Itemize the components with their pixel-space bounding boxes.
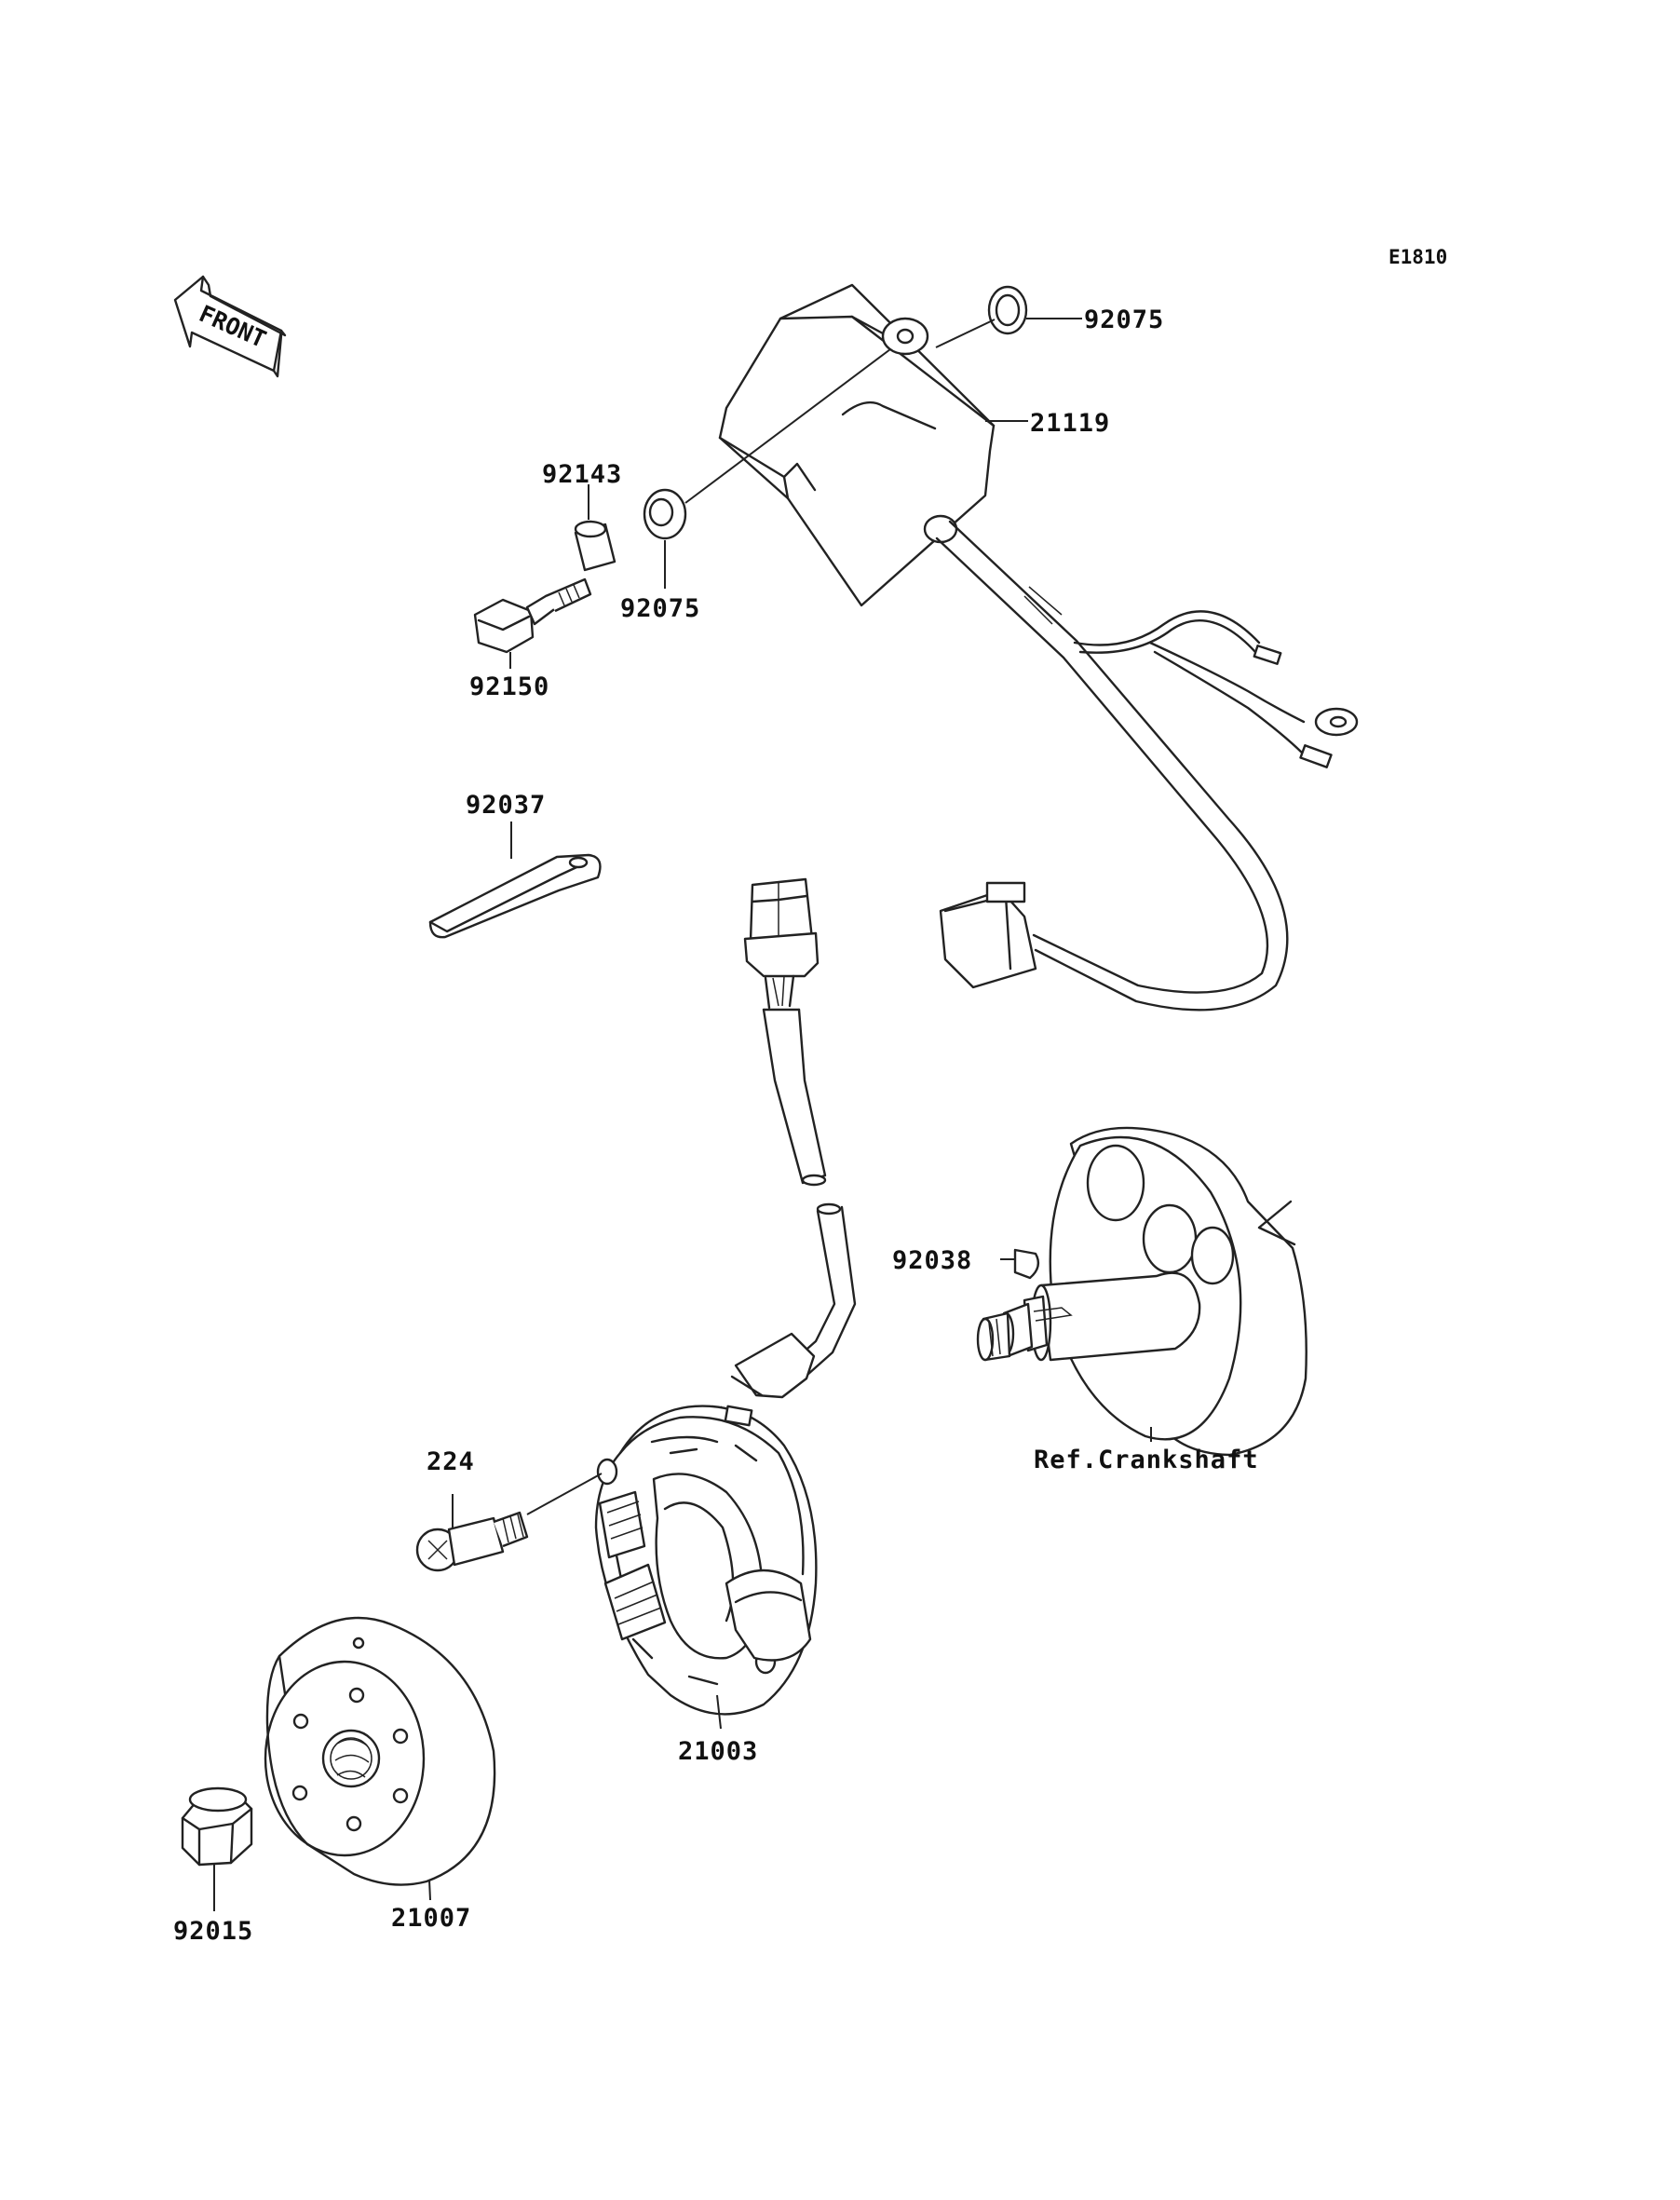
flywheel-rotor [264, 1616, 496, 1886]
washer-top [987, 285, 1028, 335]
flange-nut [181, 1786, 253, 1867]
screw [415, 1511, 529, 1572]
tool-strap [428, 853, 602, 939]
stator-plate [594, 1405, 818, 1716]
part-label-21003: 21003 [678, 1737, 758, 1766]
crankshaft [976, 1126, 1307, 1457]
woodruff-key [1013, 1248, 1040, 1280]
stator-wiring [703, 877, 857, 1446]
part-label-92038: 92038 [892, 1246, 972, 1275]
part-label-92037: 92037 [466, 791, 546, 820]
part-label-21007: 21007 [391, 1904, 471, 1933]
part-label-92015: 92015 [173, 1917, 253, 1946]
flanged-bolt [473, 577, 592, 654]
reference-label-crankshaft: Ref.Crankshaft [1034, 1446, 1259, 1474]
diagram-code: E1810 [1389, 246, 1447, 268]
front-arrow-icon: FRONT [173, 275, 287, 378]
collar [574, 520, 616, 572]
part-label-92075-top: 92075 [1084, 306, 1164, 334]
part-label-92143: 92143 [542, 460, 622, 489]
washer-lower [643, 488, 687, 540]
part-label-224: 224 [427, 1447, 475, 1476]
part-label-92075-lower: 92075 [620, 594, 700, 623]
part-label-92150: 92150 [469, 672, 549, 701]
cdi-unit [718, 283, 1359, 1012]
part-label-21119: 21119 [1030, 409, 1110, 438]
